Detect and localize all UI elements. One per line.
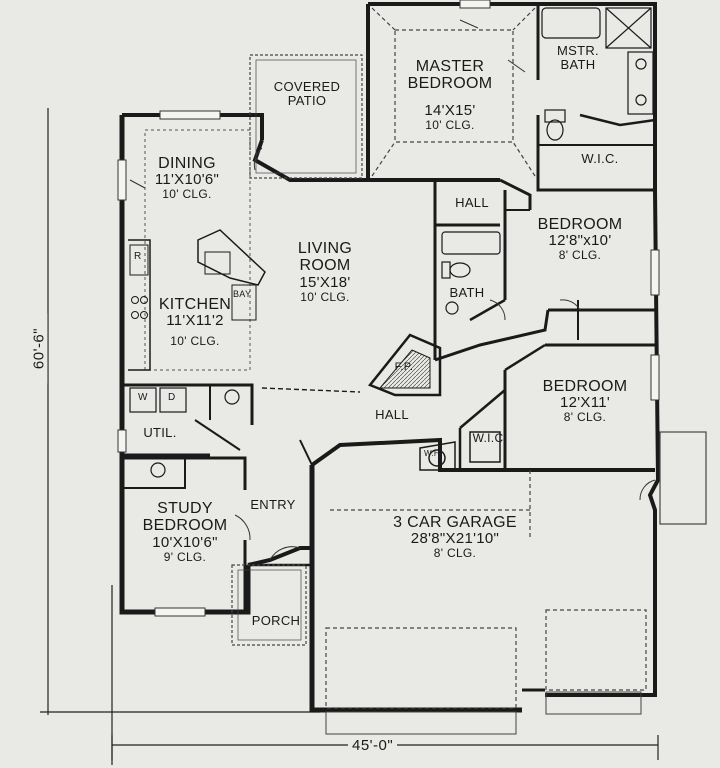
door-swings [129,19,656,561]
washer-label: W [138,392,148,403]
master-wic-label: W.I.C. [581,151,619,166]
master-bedroom-label: MASTER BEDROOM 14'X15' 10' CLG. [407,58,493,132]
water-heater [419,441,456,471]
bath-label: BATH [449,285,485,300]
living-room-label: LIVING ROOM 15'X18' 10' CLG. [297,240,353,304]
kitchen-dining-ceiling [144,129,251,371]
depth-dimension: 60'-6" [30,313,48,384]
refrigerator-label: R [134,251,142,262]
hall-upper-label: HALL [455,195,489,210]
garage-label: 3 CAR GARAGE 28'8"X21'10" 8' CLG. [393,514,517,561]
dryer-label: D [168,392,176,403]
kitchen-label: KITCHEN 11'X11'2 10' CLG. [158,296,232,349]
kitchen-counters [128,229,266,371]
side-stoop [659,431,707,525]
porch-label: PORCH [251,613,301,628]
hall-lower-label: HALL [375,407,409,422]
interior-walls [122,4,656,612]
utility-label: UTIL. [143,425,177,440]
porch-outline [231,564,307,646]
covered-patio-outline [249,54,363,179]
bedroom-3-label: BEDROOM 12'X11' 8' CLG. [542,378,628,425]
bedroom-2-label: BEDROOM 12'8"x10' 8' CLG. [537,216,623,263]
study-bedroom-label: STUDY BEDROOM 10'X10'6" 9' CLG. [142,500,228,564]
water-heater-label: W.H. [424,449,443,458]
laundry-fixtures [129,387,240,478]
wic-label: W.I.C [472,431,504,445]
windows [117,0,660,617]
entry-label: ENTRY [250,497,296,512]
exterior-walls [119,2,661,713]
covered-patio-label: COVERED PATIO [273,79,341,109]
driveway [325,691,642,735]
master-tray-ceiling [371,7,536,177]
garage-doors [325,470,647,709]
dimension-lines [40,108,659,765]
fireplace-label: F.P. [394,361,414,373]
dining-label: DINING 11'X10'6" 10' CLG. [154,155,220,202]
master-bath-label: MSTR. BATH [557,43,599,73]
bay-label: BAY [233,289,252,299]
bath-fixtures [441,7,654,315]
width-dimension: 45'-0" [348,737,398,754]
